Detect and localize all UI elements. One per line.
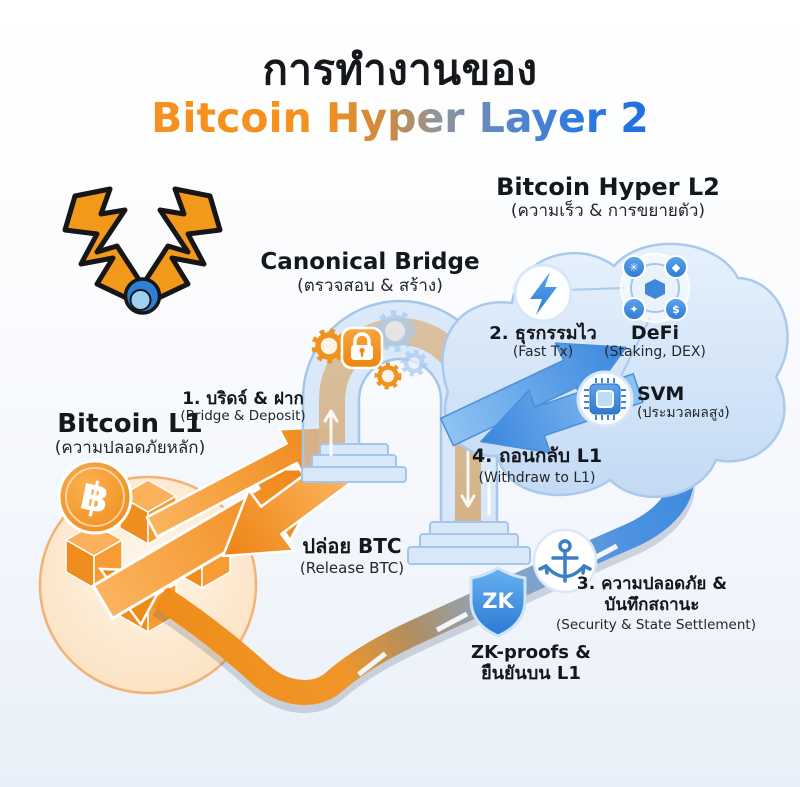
release-sublabel: (Release BTC) (299, 559, 405, 577)
canonical-bridge-graphic (301, 299, 531, 565)
svg-text:◆: ◆ (672, 261, 681, 274)
step4-sublabel: (Withdraw to L1) (478, 470, 596, 486)
zk-label-line1: ZK-proofs & (471, 642, 591, 663)
fast-tx-label: 2. ธุรกรรมไว (489, 323, 597, 344)
l1-title: Bitcoin L1 (57, 409, 203, 439)
lock-icon (340, 326, 384, 370)
bitcoin-coin-icon: ฿ (57, 459, 133, 535)
svg-text:$: $ (672, 303, 680, 316)
icon-connector-lines (567, 287, 651, 379)
svm-label: SVM (637, 383, 685, 405)
step4-label: 4. ถอนกลับ L1 (471, 445, 603, 467)
svm-sublabel: (ประมวลผลสูง) (637, 405, 730, 421)
main-title-brand: Bitcoin Hyper Layer 2 (151, 94, 649, 142)
bridge-title: Canonical Bridge (260, 249, 480, 275)
release-label: ปล่อย BTC (302, 534, 402, 558)
main-title-thai: การทำงานของ (262, 45, 538, 94)
anchor-icon (532, 528, 598, 594)
svm-chip-icon (576, 370, 634, 428)
bridge-subtitle: (ตรวจสอบ & สร้าง) (297, 276, 443, 296)
zk-shield-label: ZK (482, 589, 514, 613)
defi-icon: ✳ ◆ ✦ $ (620, 253, 690, 323)
l2-cloud-title: Bitcoin Hyper L2 (496, 173, 720, 201)
step3-sublabel: (Security & State Settlement) (556, 617, 756, 633)
zk-shield-icon: ZK (469, 566, 527, 638)
l2-cloud-subtitle: (ความเร็ว & การขยายตัว) (510, 201, 706, 221)
zk-label-line2: ยืนยันบน L1 (481, 663, 581, 684)
hyper-logo (62, 186, 220, 315)
defi-sublabel: (Staking, DEX) (604, 344, 706, 360)
bridge-pedestals (301, 443, 531, 565)
step1-sublabel: (Bridge & Deposit) (180, 408, 306, 424)
svg-text:✳: ✳ (629, 261, 638, 274)
step3-label-line2: บันทึกสถานะ (604, 595, 700, 615)
bridge-flow-arrows (323, 409, 496, 516)
defi-label: DeFi (630, 322, 680, 344)
l1-subtitle: (ความปลอดภัยหลัก) (54, 438, 206, 458)
step1-label: 1. บริดจ์ & ฝาก (182, 389, 304, 409)
svg-text:✦: ✦ (629, 303, 638, 316)
lightning-icon (513, 263, 573, 323)
fast-tx-sublabel: (Fast Tx) (512, 344, 574, 360)
step3-label-line1: 3. ความปลอดภัย & (576, 574, 728, 594)
gear-icon-blue (374, 310, 428, 377)
